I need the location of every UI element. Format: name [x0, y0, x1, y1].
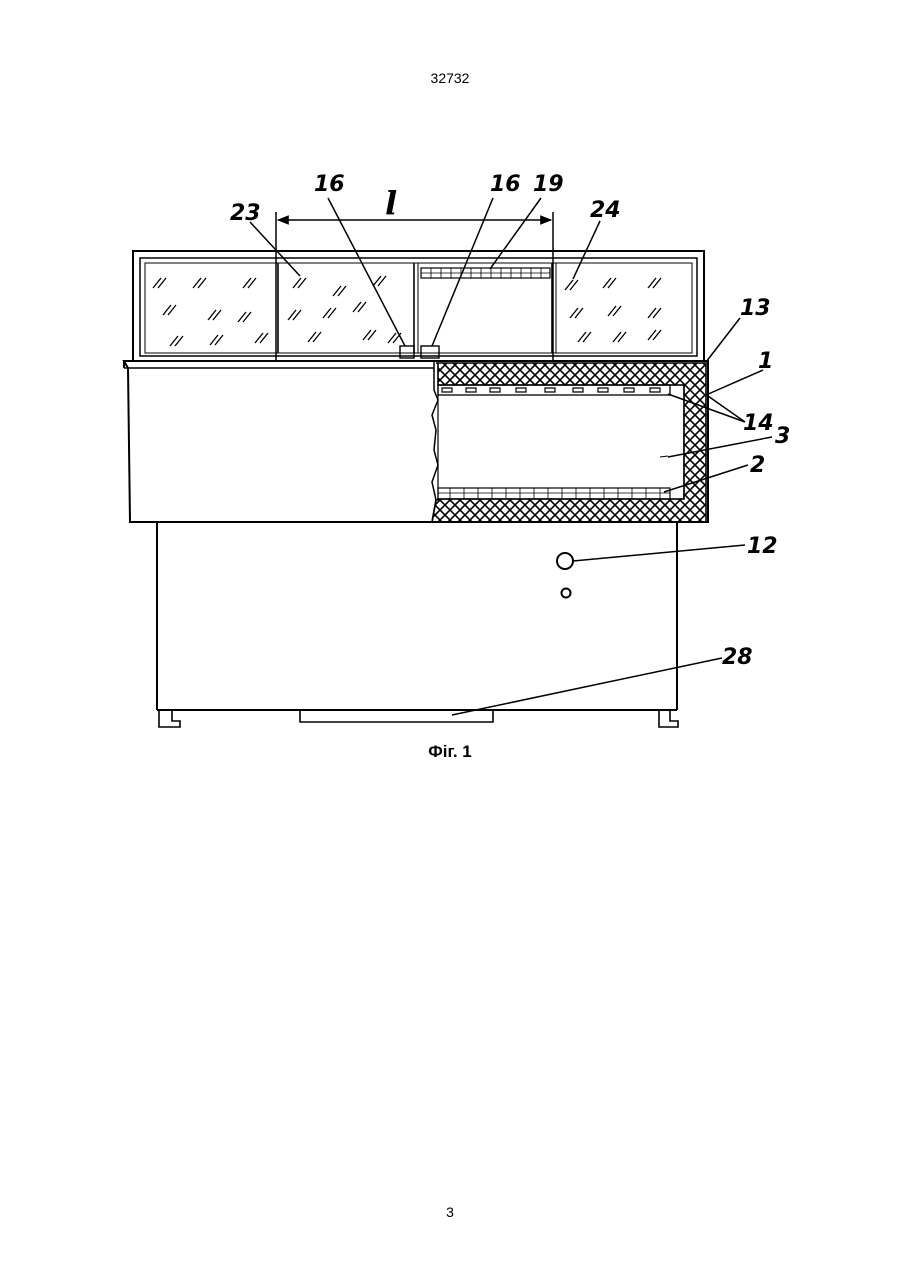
label-dimension-l: l: [385, 184, 397, 222]
control-knob-12: [557, 553, 573, 598]
insulation-13: [432, 363, 706, 522]
label-23: 23: [230, 201, 261, 226]
label-13: 13: [740, 296, 771, 321]
figure-1-drawing: l 16 16 19 23 24 13 1 14 3 2 12 28: [0, 160, 900, 740]
label-24: 24: [590, 198, 621, 223]
label-16-left: 16: [314, 172, 345, 197]
chamber-3: [438, 385, 684, 499]
label-28: 28: [722, 645, 753, 670]
section-break-line: [432, 361, 438, 522]
glass-hatching: [153, 276, 661, 346]
label-3: 3: [775, 424, 790, 449]
shelf-19: [421, 268, 550, 278]
label-12: 12: [747, 534, 778, 559]
evaporator-14: [438, 385, 670, 395]
lower-cabinet: [157, 522, 678, 727]
evaporator-2: [438, 488, 670, 499]
label-19: 19: [533, 172, 564, 197]
label-14: 14: [743, 411, 774, 436]
page-number: 3: [0, 1204, 900, 1220]
label-1: 1: [758, 349, 773, 374]
document-number: 32732: [0, 70, 900, 86]
figure-caption: Фіг. 1: [0, 742, 900, 762]
label-16-right: 16: [490, 172, 521, 197]
glass-case: [133, 251, 704, 361]
label-2: 2: [750, 453, 765, 478]
